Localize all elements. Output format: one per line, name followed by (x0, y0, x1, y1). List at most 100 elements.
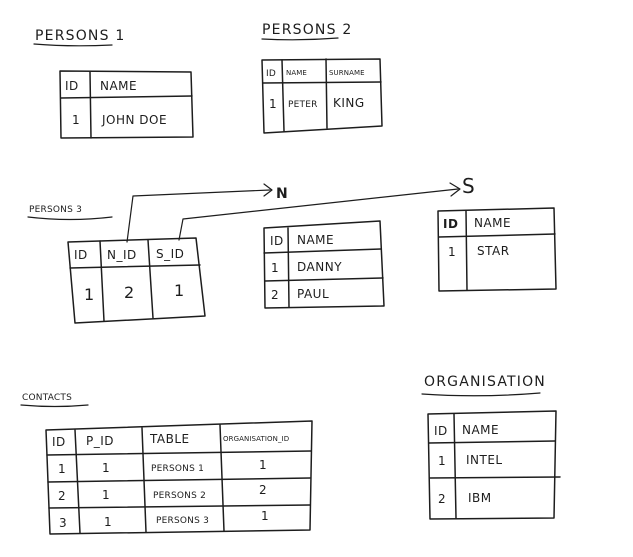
column-divider (281, 59, 285, 132)
header-id: ID (52, 435, 66, 449)
title-underline (27, 216, 113, 221)
header-id: ID (434, 424, 448, 438)
header-id: ID (65, 79, 79, 93)
header-divider (263, 248, 382, 254)
title-underline (20, 404, 89, 408)
table-persons2: PERSONS 2 ID NAME SURNAME 1 PETER KING (261, 22, 383, 134)
cell-organisation-id: 1 (259, 458, 267, 472)
table-persons3: PERSONS 3 ID N_ID S_ID 1 2 1 (27, 205, 206, 324)
header-divider (262, 81, 382, 84)
row-divider (47, 477, 311, 483)
cell-p-id: 1 (102, 488, 110, 502)
column-divider (89, 71, 92, 139)
relation-arrows (126, 182, 461, 243)
table-title-persons3: PERSONS 3 (29, 205, 82, 215)
cell-table: PERSONS 2 (153, 491, 206, 501)
cell-id: 2 (271, 288, 279, 302)
cell-id: 2 (58, 489, 66, 503)
header-id: ID (270, 234, 284, 248)
cell-name: IBM (468, 491, 492, 505)
title-underline (33, 43, 113, 47)
table-border (437, 207, 557, 292)
header-s-id: S_ID (156, 247, 184, 261)
arrow-head-to-n (263, 183, 273, 197)
header-name: NAME (297, 233, 334, 247)
column-divider (219, 424, 225, 532)
table-border (59, 70, 194, 139)
table-title-contacts: CONTACTS (22, 393, 72, 403)
cell-name: INTEL (466, 453, 503, 467)
header-surname: SURNAME (329, 69, 365, 77)
table-persons1: PERSONS 1 ID NAME 1 JOHN DOE (33, 28, 194, 139)
header-divider (69, 264, 201, 269)
cell-id: 1 (58, 462, 66, 476)
table-n: N ID NAME 1 DANNY 2 PAUL (263, 186, 385, 309)
header-name: NAME (100, 79, 137, 93)
column-divider (453, 413, 457, 519)
cell-id: 1 (448, 245, 456, 259)
arrow-line-to-s (178, 188, 459, 241)
cell-table: PERSONS 1 (151, 464, 204, 474)
cell-id: 2 (438, 492, 446, 506)
table-title-s: S (462, 174, 475, 198)
cell-id: 1 (271, 261, 279, 275)
header-divider (428, 440, 556, 444)
cell-name: DANNY (297, 260, 342, 274)
table-organisation: ORGANISATION ID NAME 1 INTEL 2 IBM (421, 374, 561, 520)
cell-id: 1 (72, 113, 80, 127)
column-divider (147, 239, 154, 319)
table-title-n: N (276, 186, 289, 202)
header-id: ID (266, 69, 276, 79)
column-divider (74, 429, 81, 534)
column-divider (99, 240, 105, 322)
arrow-line-to-n (126, 189, 271, 243)
table-border (67, 237, 206, 324)
arrow-head-to-s (449, 182, 461, 197)
row-divider (429, 476, 561, 479)
table-border (427, 410, 557, 520)
table-title-persons2: PERSONS 2 (262, 22, 352, 38)
cell-id: 1 (269, 97, 277, 111)
cell-table: PERSONS 3 (156, 516, 209, 526)
title-underline (421, 392, 541, 397)
table-border (261, 58, 383, 134)
cell-organisation-id: 2 (259, 483, 267, 497)
cell-organisation-id: 1 (261, 509, 269, 523)
table-border (45, 420, 313, 535)
header-table: TABLE (149, 432, 190, 446)
row-divider (264, 277, 384, 282)
cell-p-id: 1 (104, 515, 112, 529)
header-name: NAME (474, 216, 511, 230)
header-divider (438, 233, 556, 238)
header-name: NAME (462, 423, 499, 437)
cell-p-id: 1 (102, 461, 110, 475)
header-divider (60, 95, 193, 99)
header-id: ID (74, 248, 88, 262)
column-divider (465, 210, 468, 291)
table-s: S ID NAME 1 STAR (437, 174, 557, 292)
header-p-id: P_ID (86, 434, 114, 448)
cell-id: 3 (59, 516, 67, 530)
header-n-id: N_ID (107, 248, 137, 262)
column-divider (141, 427, 147, 533)
column-divider (287, 227, 290, 308)
cell-s-id: 1 (174, 281, 184, 300)
title-underline (261, 37, 339, 41)
cell-name: PETER (288, 100, 318, 110)
cell-surname: KING (333, 96, 365, 110)
cell-id: 1 (84, 285, 94, 304)
header-id: ID (443, 217, 458, 231)
cell-name: PAUL (297, 287, 329, 301)
row-divider (48, 504, 311, 509)
header-divider (46, 450, 312, 456)
table-contacts: CONTACTS ID P_ID TABLE ORGANISATION_ID 1… (20, 393, 313, 535)
header-name: NAME (286, 69, 307, 77)
cell-name: STAR (477, 244, 510, 258)
table-title-organisation: ORGANISATION (424, 374, 546, 390)
cell-n-id: 2 (124, 283, 134, 302)
cell-id: 1 (438, 454, 446, 468)
table-title-persons1: PERSONS 1 (35, 28, 125, 44)
cell-name: JOHN DOE (101, 113, 167, 127)
